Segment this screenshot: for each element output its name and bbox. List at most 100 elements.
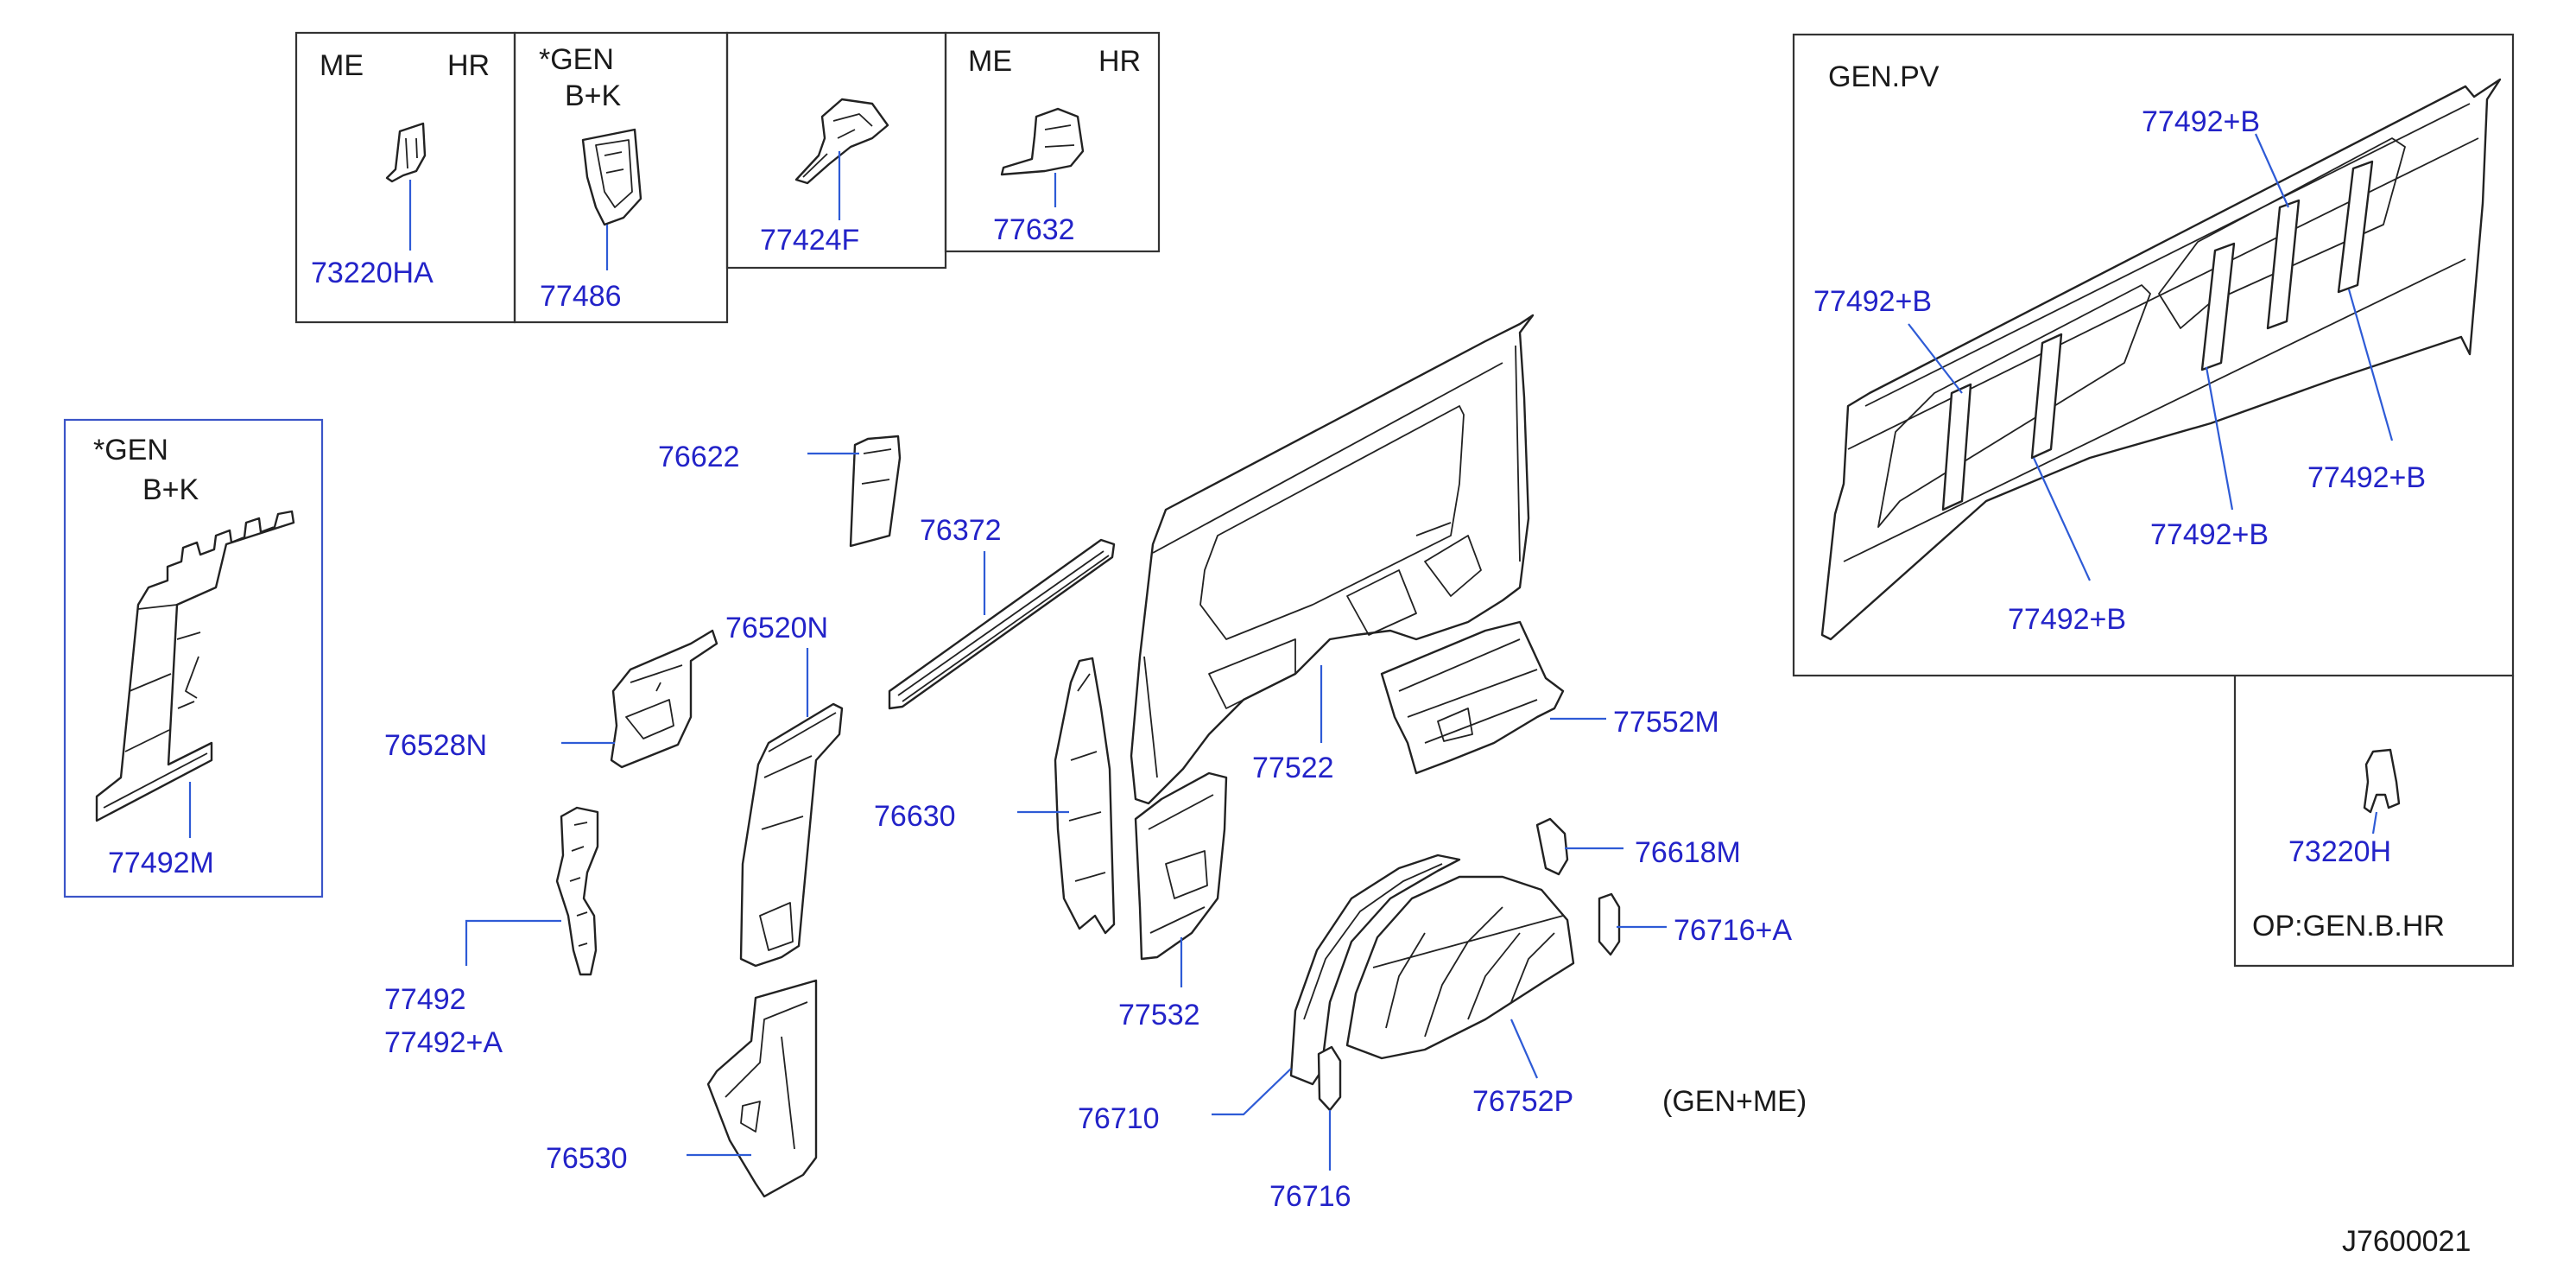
inset-box-left <box>63 418 324 898</box>
label-76630: 76630 <box>874 800 956 833</box>
diagram-code: J7600021 <box>2342 1225 2471 1258</box>
label-76520N: 76520N <box>725 612 828 644</box>
leader-76752P <box>1510 1019 1539 1079</box>
part-76716-shape <box>1317 1045 1342 1112</box>
part-77632-shape <box>1000 107 1085 176</box>
part-73220H-shape <box>2363 748 2401 814</box>
label-76618M: 76618M <box>1635 836 1741 869</box>
part-73220HA-shape <box>385 122 427 183</box>
box2-bk-note: B+K <box>565 79 622 112</box>
genpv-panel-detail-2 <box>2158 137 2406 329</box>
part-77492M-shape <box>95 510 295 822</box>
part-76752P-detail <box>1372 906 1564 1038</box>
gen-me-note: (GEN+ME) <box>1662 1085 1807 1118</box>
label-77424F: 77424F <box>760 224 859 257</box>
label-76622: 76622 <box>658 441 740 473</box>
part-77492-shape <box>555 806 599 976</box>
inset-box-4 <box>944 31 1161 253</box>
label-genpv-1: 77492+B <box>1813 285 1932 318</box>
label-76752P: 76752P <box>1472 1085 1573 1118</box>
genpv-rib-5 <box>2337 160 2374 294</box>
genpv-rib-2 <box>2030 333 2063 460</box>
box1-hr-note: HR <box>447 49 490 82</box>
label-genpv-3: 77492+B <box>2307 461 2426 494</box>
part-76528N-detail <box>625 664 683 739</box>
label-genpv-2: 77492+B <box>2142 105 2260 138</box>
part-77486-detail <box>595 139 633 208</box>
label-76710: 76710 <box>1078 1102 1160 1135</box>
label-73220H: 73220H <box>2288 835 2391 868</box>
part-77424F-detail <box>802 113 873 178</box>
left-gen-note: *GEN <box>93 434 168 466</box>
genpv-rib-1 <box>1941 383 1972 511</box>
label-76372: 76372 <box>920 514 1002 547</box>
box4-hr-note: HR <box>1098 45 1141 78</box>
right-inset-group: GEN.PV 77492+B 77492+B 77492+B 77492+B 7… <box>1792 33 2515 677</box>
leader-genpv-4 <box>2205 366 2234 511</box>
part-77552M-shape <box>1380 620 1565 775</box>
label-76716A: 76716+A <box>1674 914 1792 947</box>
label-73220HA: 73220HA <box>311 257 434 289</box>
part-76618M-shape <box>1535 817 1569 876</box>
genpv-panel-detail-1 <box>1877 284 2151 528</box>
label-77492M: 77492M <box>108 847 214 879</box>
part-77532-shape <box>1134 771 1228 961</box>
part-73220HA-detail <box>405 137 418 169</box>
genpv-rib-4 <box>2266 199 2301 330</box>
part-77632-detail <box>1044 124 1075 148</box>
leader-genpv-2 <box>2254 133 2290 208</box>
label-genpv-4: 77492+B <box>2150 518 2269 551</box>
part-76530-shape <box>706 979 818 1198</box>
leader-genpv-3 <box>2347 289 2394 441</box>
genpv-rib-3 <box>2200 242 2236 371</box>
inset-box-bottom-right <box>2233 676 2515 968</box>
label-76530: 76530 <box>546 1142 628 1175</box>
box2-gen-note: *GEN <box>539 43 614 76</box>
genpv-title: GEN.PV <box>1828 60 1940 93</box>
top-inset-group: ME HR 73220HA *GEN B+K 77486 77424F ME H… <box>294 31 1161 324</box>
main-assembly-group: 76622 76372 76528N 77492 77492+A 76520N … <box>384 314 1807 1213</box>
box4-me-note: ME <box>968 45 1012 78</box>
label-77492: 77492 <box>384 983 466 1016</box>
part-76520N-shape <box>739 702 844 968</box>
label-77522: 77522 <box>1252 752 1334 784</box>
part-77486-shape <box>581 128 642 226</box>
part-77492-detail <box>569 822 588 947</box>
part-77522-shape <box>1130 314 1535 805</box>
label-76716: 76716 <box>1269 1180 1351 1213</box>
part-76752P-shape <box>1345 875 1575 1060</box>
label-77492A: 77492+A <box>384 1026 503 1059</box>
label-76528N: 76528N <box>384 729 487 762</box>
leader-genpv-5 <box>2032 457 2092 581</box>
leader-genpv-1 <box>1908 323 1963 394</box>
label-77486: 77486 <box>540 280 622 313</box>
part-76710-detail <box>1303 863 1443 1020</box>
part-76520N-detail <box>759 712 837 951</box>
label-genpv-5: 77492+B <box>2008 603 2126 636</box>
inset-box-right <box>1792 33 2515 677</box>
part-76630-detail <box>1068 673 1106 882</box>
genpv-ribs <box>1941 160 2374 511</box>
part-76528N-shape <box>610 629 718 769</box>
genpv-panel-shape <box>1820 78 2502 641</box>
left-bk-note: B+K <box>142 473 199 506</box>
part-77522-window <box>1199 405 1465 640</box>
left-inset-group: *GEN B+K 77492M <box>63 418 324 898</box>
box1-me-note: ME <box>320 49 364 82</box>
bottom-right-inset-group: 73220H OP:GEN.B.HR <box>2233 676 2515 968</box>
part-76372-shape <box>888 538 1116 710</box>
part-76622-shape <box>849 435 902 548</box>
label-77632: 77632 <box>993 213 1075 246</box>
leader-77492 <box>465 919 561 966</box>
part-77532-detail <box>1148 794 1214 934</box>
label-77552M: 77552M <box>1613 706 1719 739</box>
leader-73220H <box>2371 811 2378 835</box>
label-77532: 77532 <box>1118 999 1200 1031</box>
part-76622-detail <box>861 448 892 485</box>
part-76530-detail <box>725 1001 808 1150</box>
part-77552M-detail <box>1398 638 1538 744</box>
leader-76710 <box>1212 1068 1292 1116</box>
op-gen-note: OP:GEN.B.HR <box>2252 910 2445 942</box>
part-76372-detail <box>897 550 1110 702</box>
